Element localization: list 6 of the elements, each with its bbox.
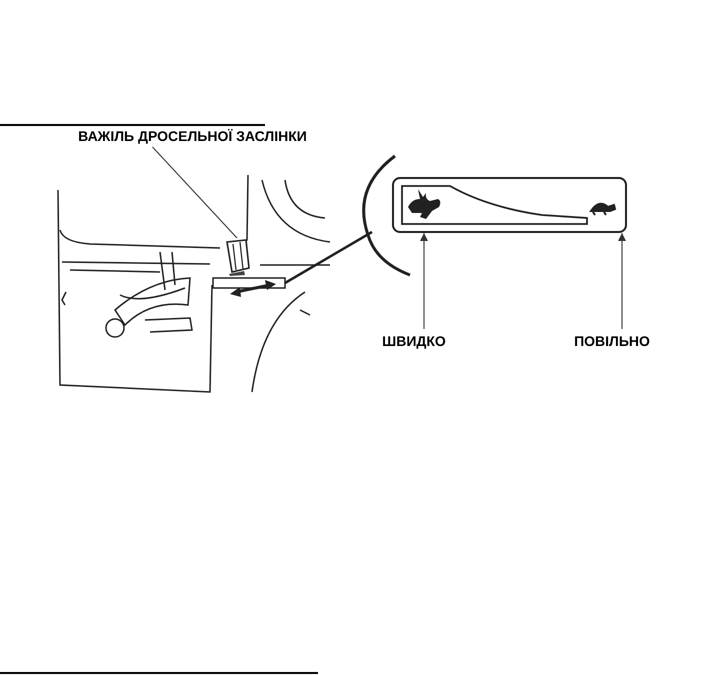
callout-text: ПОВІЛЬНО (566, 331, 658, 351)
callout-text: ШВИДКО (378, 331, 450, 351)
leader-line (152, 146, 238, 238)
arrow (618, 232, 626, 330)
arrow (420, 232, 428, 330)
callout-text: ВАЖІЛЬ ДРОСЕЛЬНОЇ ЗАСЛІНКИ (50, 126, 335, 146)
